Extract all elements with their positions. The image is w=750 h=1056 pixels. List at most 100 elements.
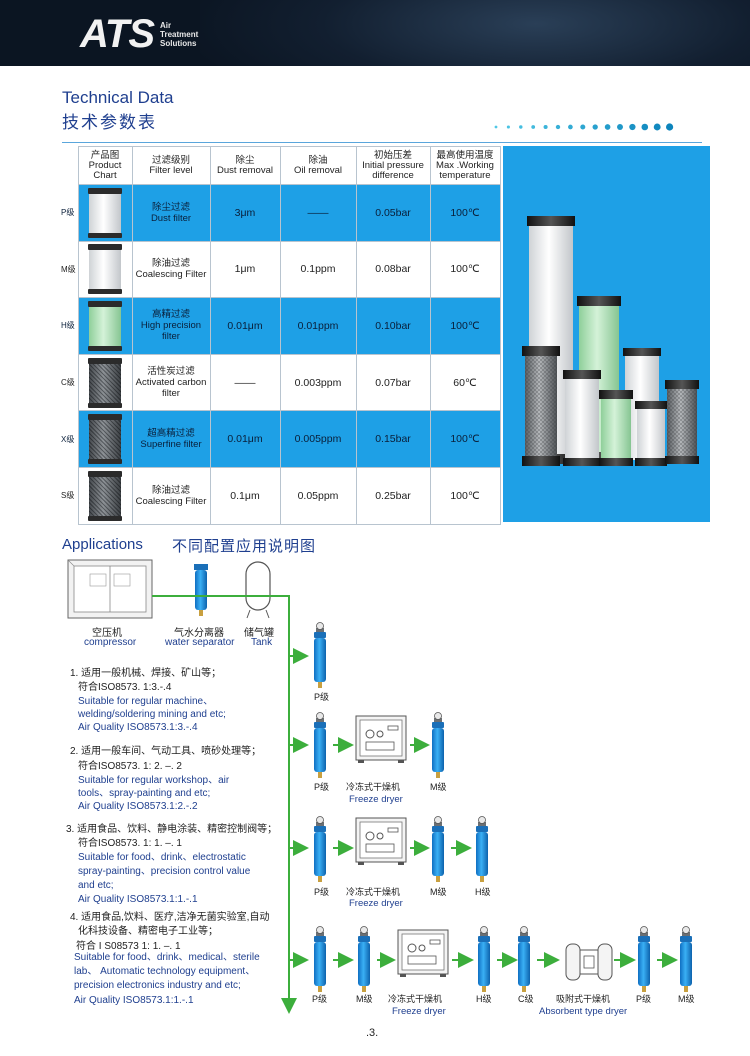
application-desc: Suitable for food、drink、electrostatic — [78, 852, 246, 863]
pressure-cell: 0.15bar — [355, 410, 431, 468]
oil-removal-cell: 0.05ppm — [279, 466, 357, 525]
product-image-cell — [77, 297, 133, 355]
freeze-dryer-label-cn: 冷冻式干燥机 — [388, 994, 443, 1004]
p-filter-icon — [637, 926, 651, 993]
separator-label: water separator — [165, 637, 235, 648]
decor-dot — [592, 124, 598, 130]
p-filter-icon — [313, 622, 327, 689]
decor-dot — [617, 124, 623, 130]
pressure-cell: 0.07bar — [355, 353, 431, 412]
application-desc: Suitable for food、drink、medical、sterile — [74, 952, 260, 963]
logo-tagline: Air Treatment Solutions — [160, 21, 198, 48]
h-level-label: H级 — [475, 887, 491, 897]
application-item-2: 2. 适用一般车间、气动工具、喷砂处理等； — [70, 746, 262, 757]
m-level-label: M级 — [678, 994, 695, 1004]
freeze-dryer-label: Freeze dryer — [349, 898, 403, 909]
applications-title: Applications — [62, 536, 143, 553]
absorbent-dryer-label: Absorbent type dryer — [539, 1006, 628, 1017]
filter-name: Dust filter — [150, 212, 192, 224]
decor-dot — [555, 124, 561, 130]
iso-class-cn: 符合ISO8573. 1:3.-.4 — [78, 682, 172, 693]
m-filter-icon — [431, 816, 445, 883]
h-filter-icon — [477, 926, 491, 993]
filter-element-icon — [88, 414, 122, 465]
decor-dot — [568, 124, 573, 130]
p-level-label: P级 — [636, 994, 652, 1004]
tagline-line: Treatment — [160, 29, 199, 39]
level-cell: H级 — [60, 297, 79, 355]
technical-data-title-cn: 技术参数表 — [62, 113, 157, 132]
decor-dot — [580, 124, 586, 130]
oil-removal-cell: 0.003ppm — [279, 353, 357, 412]
m-level-label: M级 — [356, 994, 373, 1004]
dust-removal-cell: 0.01μm — [209, 410, 281, 468]
p-filter-icon — [313, 712, 327, 779]
iso-class-cn: 符合ISO8573. 1: 1. –. 1 — [78, 838, 182, 849]
separator-label-cn: 气水分离器 — [174, 628, 224, 639]
oil-removal-cell: 0.1ppm — [279, 240, 357, 299]
freeze-dryer-icon — [355, 715, 407, 764]
decor-dot — [666, 123, 674, 131]
m-filter-icon — [357, 926, 371, 993]
oil-removal-cell: 0.005ppm — [279, 410, 357, 468]
applications-title-cn: 不同配置应用说明图 — [172, 538, 317, 555]
m-filter-icon — [431, 712, 445, 779]
oil-removal-cell: —— — [279, 184, 357, 242]
product-image-cell — [77, 410, 133, 468]
decorative-dots — [494, 123, 674, 131]
iso-class-cn: 符合 I S08573 1: 1. –. 1 — [76, 941, 181, 952]
temperature-cell: 100℃ — [429, 410, 501, 468]
application-desc: spray-painting、precision control value — [78, 866, 251, 877]
ats-logo: ATS Air Treatment Solutions — [80, 14, 198, 54]
decor-dot — [653, 123, 661, 131]
filter-name-cn: 超高精过滤 — [147, 428, 195, 440]
filter-name: Superfine filter — [140, 439, 202, 451]
filter-name: Coalescing Filter — [135, 269, 207, 281]
water-separator-icon — [194, 564, 208, 616]
page-header: ATS Air Treatment Solutions — [0, 0, 750, 66]
pressure-cell: 0.25bar — [355, 466, 431, 525]
decor-dot — [629, 123, 636, 131]
filter-elements-image — [522, 216, 699, 466]
decor-dot — [494, 125, 498, 129]
product-image-cell — [77, 184, 133, 242]
h-level-label: H级 — [476, 994, 492, 1004]
dust-removal-cell: 0.01μm — [209, 297, 281, 355]
dust-removal-cell: —— — [209, 353, 281, 412]
header-glow — [200, 0, 750, 66]
compressor-icon — [67, 559, 153, 619]
temperature-cell: 60℃ — [429, 353, 501, 412]
tank-label: Tank — [251, 637, 273, 648]
filter-name-cn: 高精过滤 — [151, 309, 190, 321]
application-desc: welding/soldering mining and etc; — [78, 709, 226, 720]
p-filter-icon — [313, 926, 327, 993]
temperature-cell: 100℃ — [429, 240, 501, 299]
application-desc: tools、spray-painting and etc; — [78, 788, 211, 799]
filter-photo-panel — [503, 146, 710, 522]
section-divider — [62, 142, 702, 143]
product-image-cell — [77, 466, 133, 525]
p-level-label: P级 — [314, 692, 330, 702]
temperature-cell: 100℃ — [429, 297, 501, 355]
product-image-cell — [77, 240, 133, 299]
c-filter-icon — [517, 926, 531, 993]
decor-dot — [506, 125, 510, 129]
filter-element-icon — [88, 187, 122, 238]
filter-element-icon — [88, 244, 122, 295]
filter-name: High precision filter — [140, 320, 202, 343]
decor-dot — [641, 123, 649, 131]
freeze-dryer-icon — [397, 929, 449, 978]
tagline-line: Air — [160, 20, 172, 30]
application-desc: Air Quality ISO8573.1:2.-.2 — [78, 801, 198, 812]
